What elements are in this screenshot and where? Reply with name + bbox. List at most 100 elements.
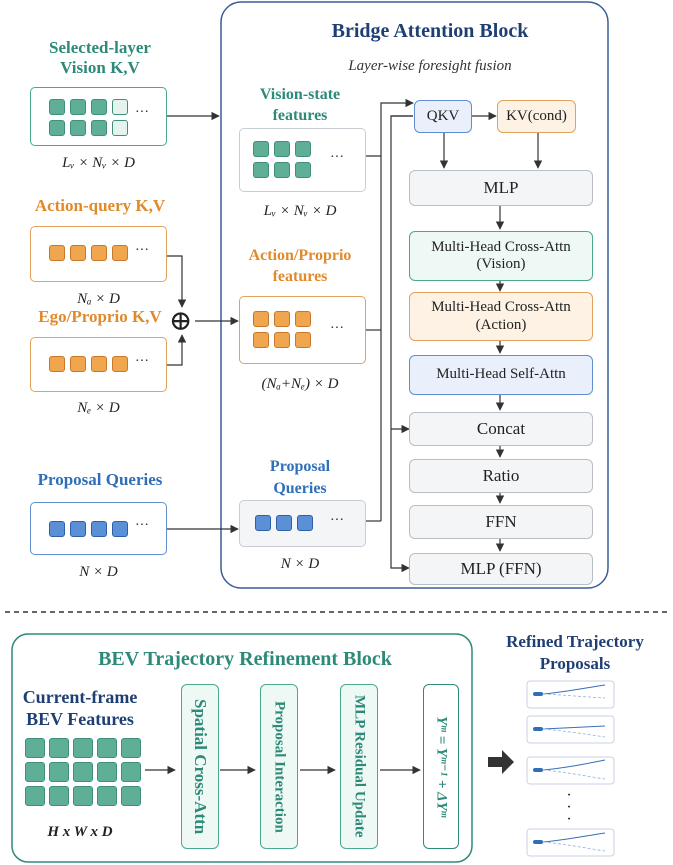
vision-features-title-line1: Vision-state — [259, 86, 341, 103]
token-square — [121, 786, 141, 806]
update-equation-box: Yᵐ = Yᵐ⁻¹ + ΔYᵐ — [423, 684, 459, 849]
bridge-block-subtitle: Layer-wise foresight fusion — [348, 58, 512, 74]
vision-kv-token-box: ··· — [30, 87, 167, 146]
cross-attn-vision-box: Multi-Head Cross-Attn (Vision) — [409, 231, 593, 281]
token-square — [97, 786, 117, 806]
token-square — [70, 356, 86, 372]
action-features-dim: (Nₐ+Nₑ) × D — [261, 376, 339, 392]
spatial-cross-attn-label: Spatial Cross-Attn — [190, 698, 210, 835]
trajectory-proposals — [526, 680, 615, 857]
vision-kv-ellipsis: ··· — [135, 105, 149, 120]
spatial-cross-attn-box: Spatial Cross-Attn — [181, 684, 219, 849]
token-square — [274, 311, 290, 327]
vision-kv-title-line2: Vision K,V — [60, 58, 140, 77]
action-kv-ellipsis: ··· — [135, 243, 149, 258]
token-square — [274, 332, 290, 348]
token-square — [70, 120, 86, 136]
token-square — [121, 738, 141, 758]
qkv-box: QKV — [414, 100, 472, 133]
token-square — [91, 99, 107, 115]
token-square — [253, 141, 269, 157]
action-kv-dim: Nₐ × D — [77, 291, 120, 307]
token-square — [253, 311, 269, 327]
bev-features-title: Current-frame BEV Features — [10, 686, 150, 730]
token-square — [25, 762, 45, 782]
vision-features-title: Vision-state features — [230, 84, 370, 126]
bridge-block-title: Bridge Attention Block — [331, 20, 529, 42]
bev-block-outline — [11, 633, 473, 863]
token-square — [49, 762, 69, 782]
cross-attn-action-box: Multi-Head Cross-Attn (Action) — [409, 292, 593, 341]
token-square — [274, 141, 290, 157]
vision-features-title-line2: features — [272, 107, 328, 124]
concat-box: Concat — [409, 412, 593, 446]
proposal-queries-title: Proposal Queries — [37, 470, 163, 489]
bev-features-grid — [25, 738, 141, 806]
mlp-ffn-box: MLP (FFN) — [409, 553, 593, 585]
token-square — [112, 521, 128, 537]
bev-block-title: BEV Trajectory Refinement Block — [98, 648, 392, 670]
vision-kv-title-line1: Selected-layer — [49, 38, 151, 57]
mlp-residual-update-label: MLP Residual Update — [351, 695, 368, 838]
self-attn-box: Multi-Head Self-Attn — [409, 355, 593, 395]
action-features-title: Action/Proprio features — [230, 245, 370, 287]
token-square — [91, 245, 107, 261]
big-arrow-icon — [488, 750, 514, 774]
token-square — [274, 162, 290, 178]
update-equation-label: Yᵐ = Yᵐ⁻¹ + ΔYᵐ — [433, 715, 450, 818]
vision-features-token-box: ··· — [239, 128, 366, 192]
ego-kv-dim: Nₑ × D — [77, 400, 120, 416]
token-square — [112, 99, 128, 115]
token-square — [70, 521, 86, 537]
action-kv-token-box: ··· — [30, 226, 167, 282]
bridge-block-outline — [220, 1, 609, 589]
proposal-features-title-line1: Proposal — [269, 458, 331, 475]
cross-attn-action-line2: (Action) — [475, 316, 527, 333]
token-square — [49, 786, 69, 806]
token-square — [70, 99, 86, 115]
cross-attn-vision-line1: Multi-Head Cross-Attn — [431, 238, 571, 255]
proposal-queries-dim: N × D — [79, 564, 118, 580]
proposal-features-ellipsis: ··· — [330, 513, 344, 528]
bev-features-title-line1: Current-frame — [22, 687, 138, 707]
proposal-interaction-box: Proposal Interaction — [260, 684, 298, 849]
token-square — [297, 515, 313, 531]
proposal-features-dim: N × D — [280, 556, 320, 572]
more-proposals-dots: · · · — [566, 787, 572, 828]
refined-proposals-title-line1: Refined Trajectory — [506, 632, 644, 651]
ffn-box: FFN — [409, 505, 593, 539]
token-square — [73, 738, 93, 758]
vision-kv-dim: Lᵥ × Nᵥ × D — [62, 155, 135, 171]
token-square — [121, 762, 141, 782]
proposal-features-title-line2: Queries — [273, 480, 327, 497]
token-square — [49, 99, 65, 115]
token-square — [91, 120, 107, 136]
proposal-interaction-label: Proposal Interaction — [271, 700, 288, 833]
vision-features-dim: Lᵥ × Nᵥ × D — [263, 203, 337, 219]
token-square — [97, 762, 117, 782]
token-square — [112, 120, 128, 136]
action-features-ellipsis: ··· — [330, 321, 344, 336]
token-square — [276, 515, 292, 531]
action-features-title-line2: features — [272, 268, 328, 285]
token-square — [112, 245, 128, 261]
action-kv-title: Action-query K,V — [34, 196, 166, 215]
token-square — [73, 762, 93, 782]
token-square — [49, 356, 65, 372]
token-square — [49, 738, 69, 758]
token-square — [295, 332, 311, 348]
ego-kv-ellipsis: ··· — [135, 354, 149, 369]
token-square — [295, 141, 311, 157]
token-square — [70, 245, 86, 261]
proposal-features-token-box: ··· — [239, 500, 366, 547]
cross-attn-vision-line2: (Vision) — [476, 256, 526, 272]
refined-proposals-title: Refined Trajectory Proposals — [485, 631, 665, 675]
token-square — [112, 356, 128, 372]
token-square — [25, 786, 45, 806]
action-features-title-line1: Action/Proprio — [248, 247, 352, 264]
token-square — [49, 521, 65, 537]
token-square — [253, 332, 269, 348]
token-square — [295, 162, 311, 178]
proposal-queries-ellipsis: ··· — [135, 518, 149, 533]
